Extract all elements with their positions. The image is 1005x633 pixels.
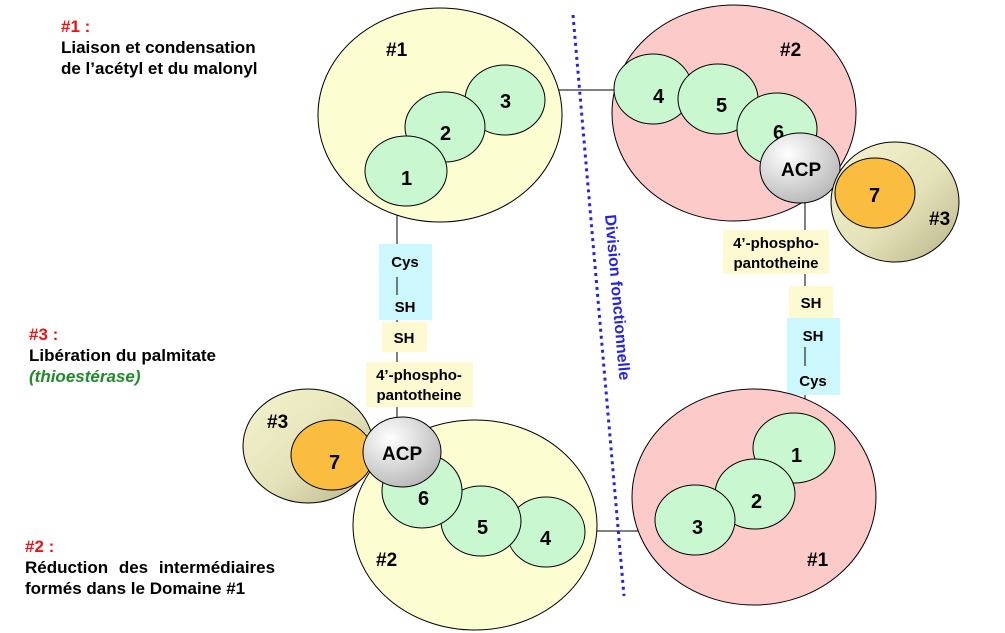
top-cys-label: Cys xyxy=(799,373,827,390)
top-subunit-1-label: 1 xyxy=(401,168,412,190)
top-linker-stack: 4’-phospho- pantotheine SH SH Cys xyxy=(723,230,840,395)
top-acp xyxy=(759,132,841,204)
top-domain1-label: #1 xyxy=(386,40,408,61)
top-cys-box xyxy=(787,318,840,395)
bottom-phosphopantetheine-line1: 4’-phospho- xyxy=(376,367,462,384)
legend-domain2-id: #2 : xyxy=(25,537,55,556)
bottom-domain1-label: #1 xyxy=(807,550,829,571)
bottom-cys-box xyxy=(379,244,432,320)
legend-domain2-line2: formés dans le Domaine #1 xyxy=(25,579,246,598)
top-acp-label: ACP xyxy=(781,160,821,181)
legend-domain3-line1: Libération du palmitate xyxy=(29,346,217,365)
top-phosphopantetheine-line1: 4’-phospho- xyxy=(733,235,819,252)
bottom-phosphopantetheine-line2: pantotheine xyxy=(377,387,462,404)
top-thioesterase-label: 7 xyxy=(869,185,880,207)
bottom-subunit-5-label: 5 xyxy=(477,517,488,539)
top-subunit-2-label: 2 xyxy=(440,123,451,145)
legend-domain2: #2 : Réduction des intermédiaires formés… xyxy=(25,536,337,599)
bottom-subunit-1-label: 1 xyxy=(791,445,802,467)
bottom-thioesterase-label: 7 xyxy=(329,452,340,474)
top-phosphopantetheine-box xyxy=(723,230,829,274)
bottom-acp-sh: SH xyxy=(394,330,415,347)
bottom-linker-stack: Cys SH SH 4’-phospho- pantotheine xyxy=(366,244,473,407)
bottom-subunit-4-label: 4 xyxy=(540,528,552,550)
legend-domain3: #3 : Libération du palmitate (thioestéra… xyxy=(29,324,216,387)
bottom-phosphopantetheine-box xyxy=(366,362,473,407)
legend-domain1-id: #1 : xyxy=(61,17,91,36)
legend-domain3-note: (thioestérase) xyxy=(29,367,141,386)
bottom-acp xyxy=(362,416,442,488)
top-acp-sh-box xyxy=(789,286,833,318)
legend-domain1-line1: Liaison et condensation xyxy=(61,38,256,57)
top-domain3: 7 #3 xyxy=(830,141,960,263)
top-subunit-4-label: 4 xyxy=(653,86,665,108)
legend-domain1: #1 : Liaison et condensation de l’acétyl… xyxy=(61,16,258,79)
bottom-domain2-label: #2 xyxy=(376,550,397,571)
bottom-domain3: #3 7 xyxy=(242,388,374,504)
top-phosphopantetheine-line2: pantotheine xyxy=(734,255,819,272)
top-subunit-6-label: 6 xyxy=(773,122,784,144)
top-acp-sh: SH xyxy=(801,295,822,312)
top-domain3-label: #3 xyxy=(929,209,950,230)
top-cys-sh: SH xyxy=(803,328,824,345)
top-thioesterase xyxy=(834,157,916,229)
bottom-domain1: #1 1 2 3 xyxy=(631,388,877,606)
top-domain2: #2 4 5 6 ACP xyxy=(611,4,857,222)
bottom-domain3-label: #3 xyxy=(267,412,288,433)
bottom-subunit-3-label: 3 xyxy=(692,517,703,539)
bottom-subunit-3 xyxy=(654,484,736,556)
top-domain1: #1 3 2 1 xyxy=(317,7,563,223)
top-subunit-1 xyxy=(364,135,448,207)
division-label: Division fonctionnelle xyxy=(601,214,632,381)
bottom-subunit-6-label: 6 xyxy=(418,488,429,510)
bottom-acp-label: ACP xyxy=(382,444,422,465)
bottom-cys-sh: SH xyxy=(395,299,416,316)
top-subunit-5-label: 5 xyxy=(716,95,727,117)
top-domain2-label: #2 xyxy=(780,40,801,61)
legend-domain2-line1: Réduction des intermédiaires xyxy=(25,558,276,577)
legend-domain3-id: #3 : xyxy=(29,325,59,344)
bottom-acp-sh-box xyxy=(382,322,427,352)
top-subunit-3-label: 3 xyxy=(500,91,511,113)
legend-domain1-line2: de l’acétyl et du malonyl xyxy=(61,59,258,78)
bottom-subunit-2-label: 2 xyxy=(751,491,762,513)
bottom-cys-label: Cys xyxy=(391,254,419,271)
